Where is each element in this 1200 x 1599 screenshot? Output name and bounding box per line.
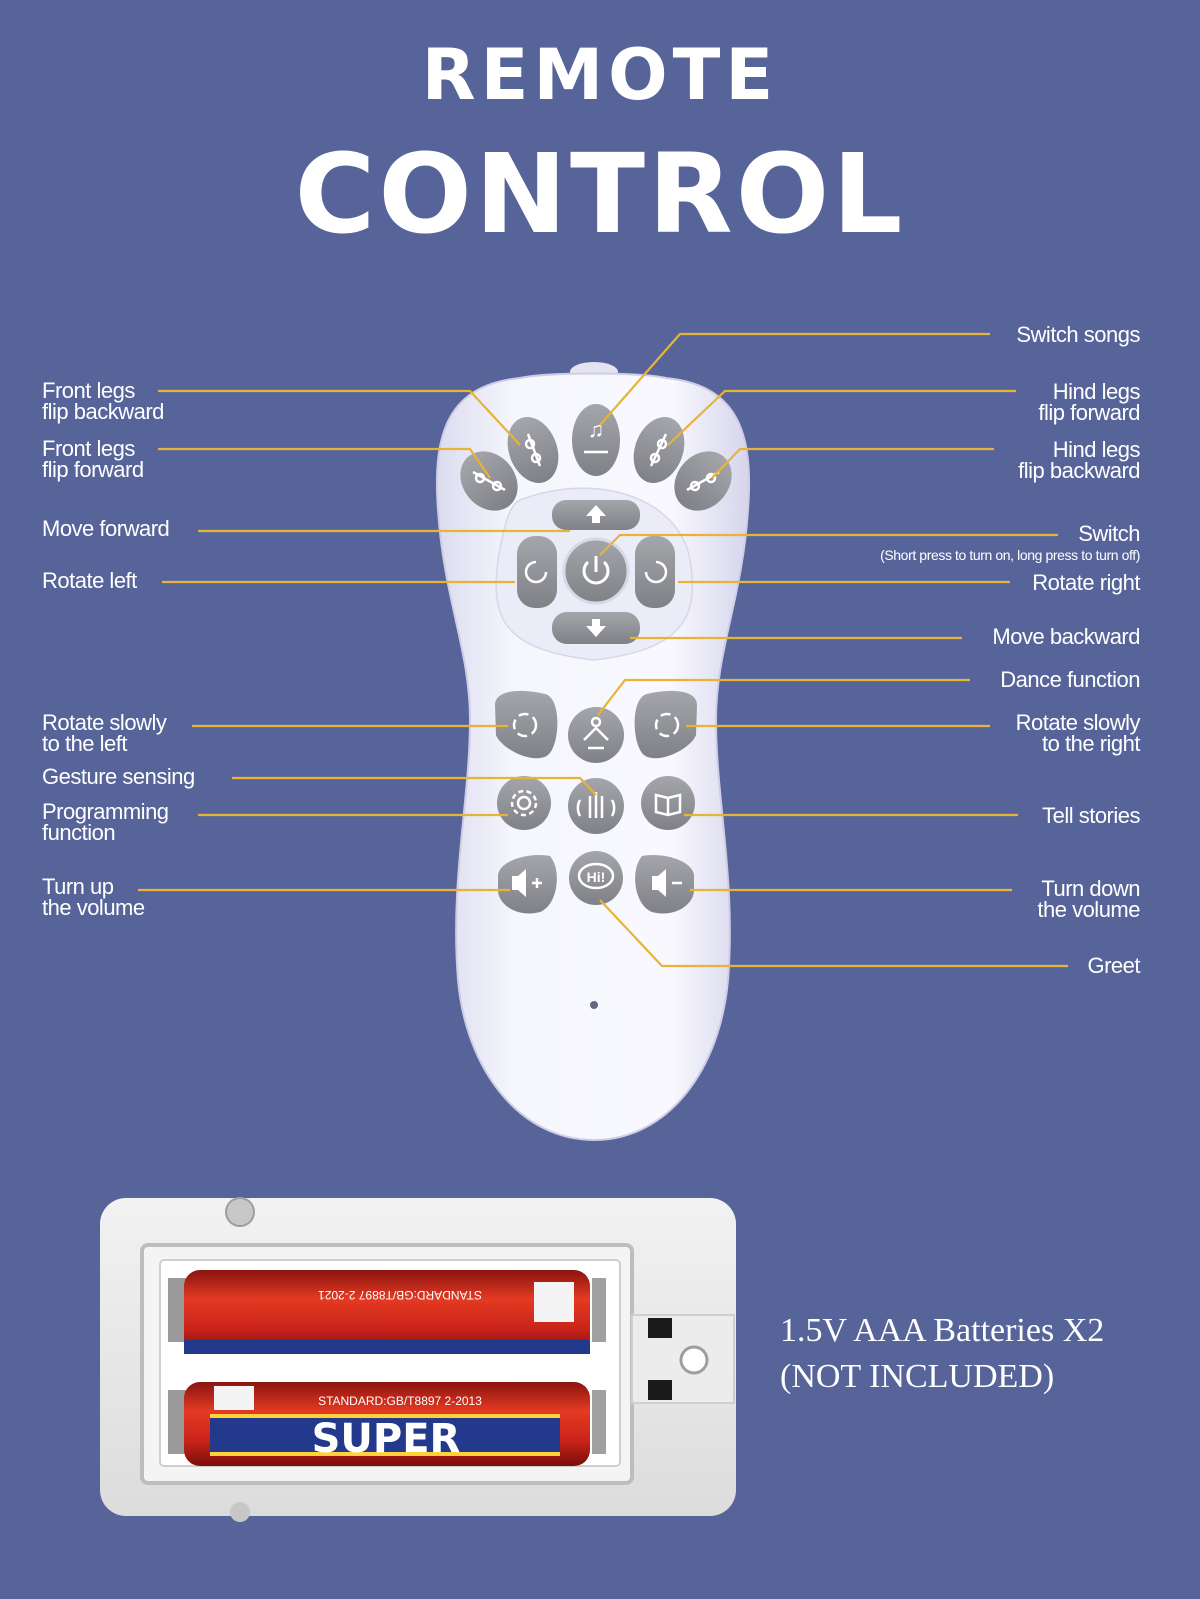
label-front-legs-flip-forward: Front legs flip forward: [42, 436, 144, 482]
label-hind-legs-flip-backward: Hind legs flip backward: [1018, 437, 1140, 483]
label-hind-legs-flip-forward: Hind legs flip forward: [1038, 379, 1140, 425]
rotate-right-icon: [644, 560, 668, 584]
screw-icon: [230, 1502, 250, 1522]
leader-front-legs-flip-forward: [158, 447, 491, 479]
battery-bottom: STANDARD:GB/T8897 2-2013 SUPER: [184, 1382, 590, 1466]
hand-wave-icon: [576, 792, 616, 818]
battery-note-line1: 1.5V AAA Batteries X2: [780, 1312, 1105, 1349]
dance-function-button[interactable]: [568, 707, 624, 763]
leader-switch-songs: [599, 332, 990, 426]
battery-note: 1.5V AAA Batteries X2 (NOT INCLUDED): [780, 1308, 1104, 1400]
rotate-left-icon: [524, 560, 548, 584]
volume-down-button[interactable]: [635, 854, 694, 914]
volume-down-icon: [652, 869, 682, 897]
move-forward-button[interactable]: [552, 500, 640, 530]
front-legs-flip-forward-button[interactable]: [449, 440, 530, 522]
label-front-legs-flip-backward: Front legs flip backward: [42, 378, 164, 424]
arrow-down-icon: [586, 619, 606, 637]
label-move-forward: Move forward: [42, 516, 170, 541]
label-rotate-right: Rotate right: [1032, 570, 1140, 595]
move-backward-button[interactable]: [552, 612, 640, 644]
programming-function-button[interactable]: [497, 776, 551, 830]
label-greet: Greet: [1087, 953, 1140, 978]
greet-bubble-icon: Hi!: [577, 862, 615, 890]
volume-up-icon: [512, 869, 542, 897]
leader-gesture-sensing: [232, 776, 597, 796]
power-switch-button[interactable]: [562, 537, 630, 605]
rotate-left-button[interactable]: [517, 536, 557, 608]
label-switch: Switch: [1078, 521, 1140, 546]
leader-lines: [138, 332, 1068, 968]
gesture-sensing-button[interactable]: [568, 778, 624, 834]
battery-top: STANDARD:GB/T8897 2-2021: [184, 1270, 590, 1354]
label-rotate-slowly-right: Rotate slowly to the right: [1015, 710, 1141, 756]
title-remote: REMOTE: [421, 34, 779, 116]
label-turn-down-volume: Turn down the volume: [1037, 876, 1140, 922]
greet-button[interactable]: Hi!: [569, 851, 623, 905]
battery-compartment: STANDARD:GB/T8897 2-2021 STANDARD:GB/T88…: [100, 1197, 736, 1522]
greet-icon-text: Hi!: [587, 869, 606, 885]
tell-stories-button[interactable]: [641, 776, 695, 830]
leader-front-legs-flip-backward: [158, 389, 521, 446]
dance-icon: [583, 716, 609, 750]
label-dance-function: Dance function: [1000, 667, 1140, 692]
label-switch-songs: Switch songs: [1016, 322, 1140, 347]
label-programming-function: Programming function: [42, 799, 169, 845]
gear-icon: [510, 789, 538, 817]
rotate-slow-icon: [654, 712, 680, 738]
leader-hind-legs-flip-backward: [711, 447, 994, 479]
label-move-backward: Move backward: [992, 624, 1140, 649]
leader-greet: [599, 899, 1068, 968]
label-tell-stories: Tell stories: [1042, 803, 1140, 828]
battery-top-standard: STANDARD:GB/T8897 2-2021: [318, 1288, 482, 1302]
battery-bottom-standard: STANDARD:GB/T8897 2-2013: [318, 1394, 482, 1408]
arrow-up-icon: [586, 505, 606, 523]
power-icon: [582, 556, 610, 585]
title-control: CONTROL: [294, 130, 906, 258]
leader-dance-function: [597, 678, 970, 716]
rotate-slow-icon: [512, 712, 538, 738]
label-rotate-slowly-left: Rotate slowly to the left: [42, 710, 167, 756]
screw-icon: [225, 1197, 255, 1227]
music-note-icon: ♫: [588, 417, 605, 442]
hind-legs-flip-forward-button[interactable]: [625, 410, 693, 490]
label-switch-note: (Short press to turn on, long press to t…: [880, 547, 1140, 563]
battery-note-line2: (NOT INCLUDED): [780, 1358, 1055, 1395]
label-gesture-sensing: Gesture sensing: [42, 764, 195, 789]
legs-icon: [649, 433, 668, 467]
label-turn-up-volume: Turn up the volume: [42, 874, 145, 920]
leader-switch: [599, 533, 1058, 556]
legs-icon: [524, 433, 542, 467]
rotate-slowly-left-button[interactable]: [495, 690, 558, 759]
label-rotate-left: Rotate left: [42, 568, 137, 593]
book-icon: [654, 793, 682, 817]
battery-brand: SUPER: [312, 1416, 461, 1462]
front-legs-flip-backward-button[interactable]: [499, 410, 567, 490]
volume-up-button[interactable]: [498, 854, 557, 914]
leader-hind-legs-flip-forward: [667, 389, 1016, 446]
switch-songs-button[interactable]: ♫: [572, 404, 620, 476]
rotate-right-button[interactable]: [635, 536, 675, 608]
legs-icon: [472, 470, 506, 492]
rotate-slowly-right-button[interactable]: [634, 690, 697, 759]
